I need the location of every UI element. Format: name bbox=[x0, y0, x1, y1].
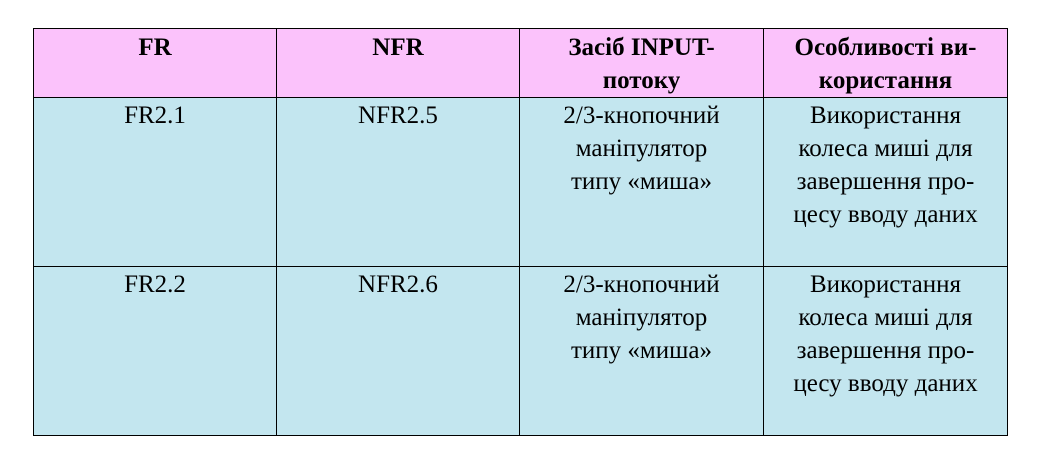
cell-fr: FR2.1 bbox=[33, 97, 277, 267]
cell-text: завершення про- bbox=[796, 168, 975, 195]
cell-text: FR2.2 bbox=[124, 271, 186, 298]
header-text: користання bbox=[818, 67, 953, 94]
header-text: Засіб INPUT- bbox=[568, 34, 715, 61]
cell-nfr: NFR2.5 bbox=[276, 97, 520, 267]
cell-fr: FR2.2 bbox=[33, 266, 277, 436]
cell-text: завершення про- bbox=[796, 337, 975, 364]
table-row: FR2.1 NFR2.5 2/3-кнопочний маніпулятор т… bbox=[33, 97, 1008, 267]
cell-usage-features: Використання колеса миші для завершення … bbox=[763, 266, 1008, 436]
cell-text: маніпулятор bbox=[575, 135, 708, 162]
header-row: FR NFR Засіб INPUT- потоку Особливості в… bbox=[33, 28, 1008, 98]
cell-text: колеса миші для bbox=[798, 135, 973, 162]
cell-text: 2/3-кнопочний bbox=[563, 102, 720, 129]
header-text: потоку bbox=[602, 67, 681, 94]
cell-text: колеса миші для bbox=[798, 304, 973, 331]
cell-text: 2/3-кнопочний bbox=[563, 271, 720, 298]
cell-text: типу «миша» bbox=[571, 337, 712, 364]
table-body: FR2.1 NFR2.5 2/3-кнопочний маніпулятор т… bbox=[33, 97, 1008, 436]
header-text: NFR bbox=[372, 34, 424, 61]
cell-text: цесу вводу даних bbox=[793, 370, 978, 397]
table-row: FR2.2 NFR2.6 2/3-кнопочний маніпулятор т… bbox=[33, 266, 1008, 436]
cell-input-means: 2/3-кнопочний маніпулятор типу «миша» bbox=[519, 97, 764, 267]
cell-text: Використання bbox=[810, 271, 961, 298]
cell-usage-features: Використання колеса миші для завершення … bbox=[763, 97, 1008, 267]
header-cell-input-means: Засіб INPUT- потоку bbox=[519, 28, 764, 98]
cell-text: NFR2.6 bbox=[358, 271, 438, 298]
cell-nfr: NFR2.6 bbox=[276, 266, 520, 436]
cell-text: Використання bbox=[810, 102, 961, 129]
header-text: Особливості ви- bbox=[794, 34, 977, 61]
header-text: FR bbox=[138, 34, 172, 61]
header-cell-fr: FR bbox=[33, 28, 277, 98]
requirements-table: FR NFR Засіб INPUT- потоку Особливості в… bbox=[33, 28, 1008, 436]
cell-text: маніпулятор bbox=[575, 304, 708, 331]
table-header: FR NFR Засіб INPUT- потоку Особливості в… bbox=[33, 28, 1008, 98]
cell-text: NFR2.5 bbox=[358, 102, 438, 129]
header-cell-usage-features: Особливості ви- користання bbox=[763, 28, 1008, 98]
header-cell-nfr: NFR bbox=[276, 28, 520, 98]
cell-input-means: 2/3-кнопочний маніпулятор типу «миша» bbox=[519, 266, 764, 436]
cell-text: цесу вводу даних bbox=[793, 201, 978, 228]
cell-text: FR2.1 bbox=[124, 102, 186, 129]
cell-text: типу «миша» bbox=[571, 168, 712, 195]
